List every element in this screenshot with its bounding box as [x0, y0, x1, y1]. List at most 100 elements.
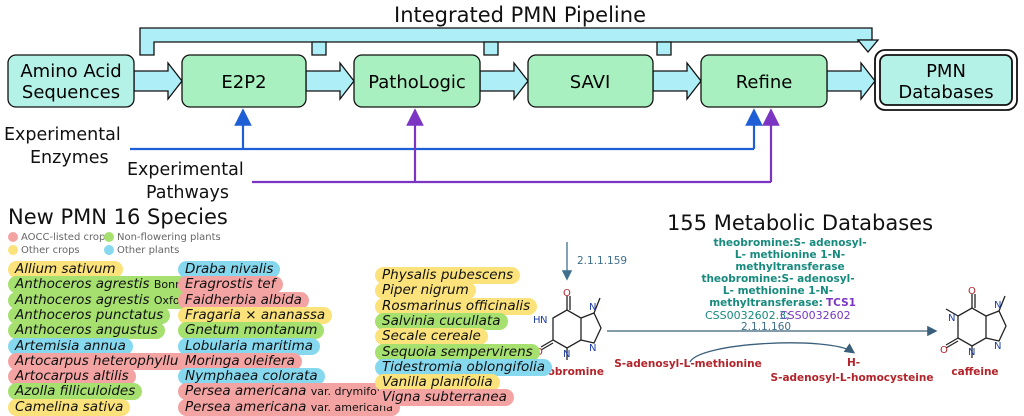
species-pill: Moringa oleifera — [178, 352, 302, 370]
species-name: Vigna subterranea — [382, 389, 507, 406]
species-pill: Anthoceros agrestis Oxford — [8, 291, 198, 309]
species-pill: Persea americana var. americana — [178, 398, 400, 416]
species-name: Azolla filliculoides — [15, 383, 136, 400]
input-label-line1: Amino Acid — [20, 61, 121, 82]
species-name: Allium sativum — [15, 261, 116, 277]
caffeine-structure — [945, 294, 1007, 358]
species-pill: Piper nigrum — [375, 282, 476, 300]
species-name: Anthoceros punctatus — [15, 306, 164, 323]
caffeine-o-atoms: O O — [940, 286, 976, 356]
atom-h: H — [533, 315, 541, 326]
species-qualifier: Bonn — [153, 278, 183, 292]
legend-label: Other plants — [117, 245, 180, 256]
species-pill: Eragrostis tef — [178, 276, 283, 294]
species-pill: Artocarpus heterophyllus — [8, 352, 193, 370]
caffeine-n-atoms: N N N N — [948, 300, 1001, 358]
css-label-a: CSS0032602.3; — [705, 309, 790, 322]
experimental-enzymes-line1: Experimental — [4, 125, 121, 145]
input-label-line2: Sequences — [22, 82, 120, 103]
legend-item-non-flowering: Non-flowering plants — [104, 232, 221, 243]
enzyme-name-block: theobromine:S- adenosyl- L- methionine 1… — [701, 237, 866, 309]
legend-label: AOCC-listed crops — [21, 232, 111, 243]
species-pill: Gnetum montanum — [178, 322, 325, 340]
enzyme-line-2: L- methionine 1-N- — [735, 249, 845, 261]
theobromine-structure — [540, 296, 602, 360]
species-pill: Tidestromia oblongifolia — [375, 358, 552, 376]
species-name: Physalis pubescens — [382, 267, 514, 283]
legend-item-aocc-crops: AOCC-listed crops — [8, 232, 111, 243]
species-pill: Artocarpus altilis — [8, 368, 136, 386]
species-qualifier: var. drymifolia — [310, 385, 390, 399]
atom-n: N — [589, 302, 596, 313]
atom-n: N — [968, 347, 975, 358]
ec-mid-label: 2.1.1.160 — [741, 321, 791, 333]
atom-n: N — [589, 343, 596, 354]
species-name: Persea americana — [185, 383, 307, 400]
legend-dot-crop — [8, 232, 18, 242]
experimental-pathways-line1: Experimental — [127, 160, 244, 180]
reaction-title: 155 Metabolic Databases — [667, 211, 933, 235]
species-title: New PMN 16 Species — [8, 205, 228, 229]
species-name: Secale cereale — [382, 328, 481, 345]
species-name: Draba nivalis — [185, 261, 274, 277]
species-name: Tidestromia oblongifolia — [382, 358, 545, 375]
species-pill: Fragaria × ananassa — [178, 306, 333, 324]
step-label-refine: Refine — [736, 72, 793, 93]
step-box-refine — [700, 54, 828, 108]
legend-dot-other — [8, 245, 18, 255]
reaction-arrow — [607, 325, 938, 363]
input-box — [7, 54, 135, 108]
legend-label: Non-flowering plants — [117, 232, 221, 243]
species-name: Artemisia annua — [15, 337, 126, 354]
pathways-connector — [252, 108, 780, 184]
species-pill: Salvinia cucullata — [375, 312, 508, 330]
species-name: Camelina sativa — [15, 398, 124, 415]
species-name: Salvinia cucullata — [382, 312, 501, 329]
species-pill: Allium sativum — [8, 261, 123, 278]
species-name: Artocarpus altilis — [15, 368, 129, 385]
legend-dot-plant — [104, 245, 114, 255]
output-box — [879, 54, 1013, 106]
step-box-pathologic — [353, 54, 481, 108]
pipeline-connectors — [133, 61, 876, 101]
species-name: Fragaria × ananassa — [185, 306, 326, 323]
species-name: Eragrostis tef — [185, 276, 276, 293]
species-name: Sequoia sempervirens — [382, 343, 533, 360]
pipeline-loop-pipe — [139, 27, 880, 56]
atom-o: O — [940, 345, 948, 356]
species-pill: Physalis pubescens — [375, 267, 521, 284]
species-name: Vanilla planifolia — [382, 374, 493, 391]
legend-dot-nonflow — [104, 232, 114, 242]
tcs-gene-label: TCS1 — [826, 297, 856, 309]
species-name: Anthoceros agrestis — [15, 276, 150, 293]
step-label-pathologic: PathoLogic — [368, 72, 466, 93]
step-box-e2p2 — [181, 54, 307, 108]
enzyme-line-3: methyltransferase — [735, 261, 844, 273]
species-pill: Anthoceros punctatus — [8, 306, 171, 324]
species-name: Faidherbia albida — [185, 291, 302, 308]
enzymes-connector — [130, 108, 763, 151]
legend-label: Other crops — [21, 245, 80, 256]
atom-n: N — [994, 300, 1001, 311]
legend-item-other-crops: Other crops — [8, 245, 80, 256]
species-pill: Draba nivalis — [178, 261, 281, 278]
legend-item-other-plants: Other plants — [104, 245, 179, 256]
coproduct-label: S-adenosyl-L-homocysteine — [771, 372, 934, 384]
species-name: Lobularia maritima — [185, 337, 313, 354]
atom-n: N — [994, 341, 1001, 352]
step-label-savi: SAVI — [570, 72, 611, 93]
experimental-enzymes-line2: Enzymes — [30, 148, 109, 168]
atom-o: O — [968, 286, 976, 297]
species-pill: Vanilla planifolia — [375, 374, 500, 392]
step-box-savi — [527, 54, 654, 108]
species-pill: Azolla filliculoides — [8, 383, 143, 401]
species-name: Moringa oleifera — [185, 352, 295, 369]
species-pill: Nymphaea colorata — [178, 368, 325, 386]
enzyme-line-4: theobromine:S- adenosyl- — [701, 273, 854, 285]
species-pill: Anthoceros angustus — [8, 322, 165, 340]
theobromine-n-atoms: N H N N N — [533, 302, 596, 360]
species-name: Nymphaea colorata — [185, 368, 318, 385]
product-label: caffeine — [951, 366, 998, 378]
ec-top-label: 2.1.1.159 — [577, 255, 627, 267]
